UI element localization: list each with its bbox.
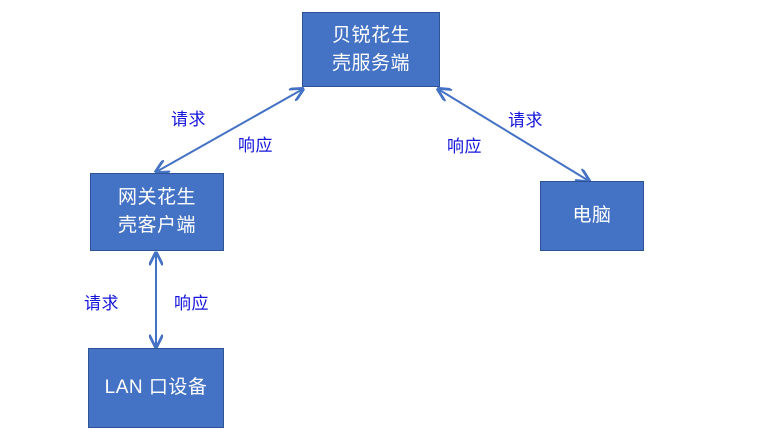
- node-computer[interactable]: 电脑: [540, 181, 644, 251]
- edge-label-computer-server-request: 请求: [508, 111, 543, 130]
- node-lan-device[interactable]: LAN 口设备: [88, 348, 224, 428]
- edge-label-lan-device-gateway-request: 请求: [84, 294, 119, 313]
- edge-label-gateway-server-request: 请求: [171, 110, 206, 129]
- edge-label-computer-server-response: 响应: [447, 137, 482, 156]
- node-gateway[interactable]: 网关花生 壳客户端: [90, 173, 224, 251]
- node-server[interactable]: 贝锐花生 壳服务端: [302, 12, 440, 87]
- node-computer-label: 电脑: [572, 205, 612, 227]
- edge-label-gateway-server-response: 响应: [238, 136, 273, 155]
- node-lan-device-label: LAN 口设备: [104, 377, 208, 399]
- node-server-label: 贝锐花生 壳服务端: [331, 24, 410, 74]
- edge-gateway-server: [156, 89, 303, 172]
- edge-label-lan-device-gateway-response: 响应: [174, 294, 209, 313]
- node-gateway-label: 网关花生 壳客户端: [117, 187, 196, 236]
